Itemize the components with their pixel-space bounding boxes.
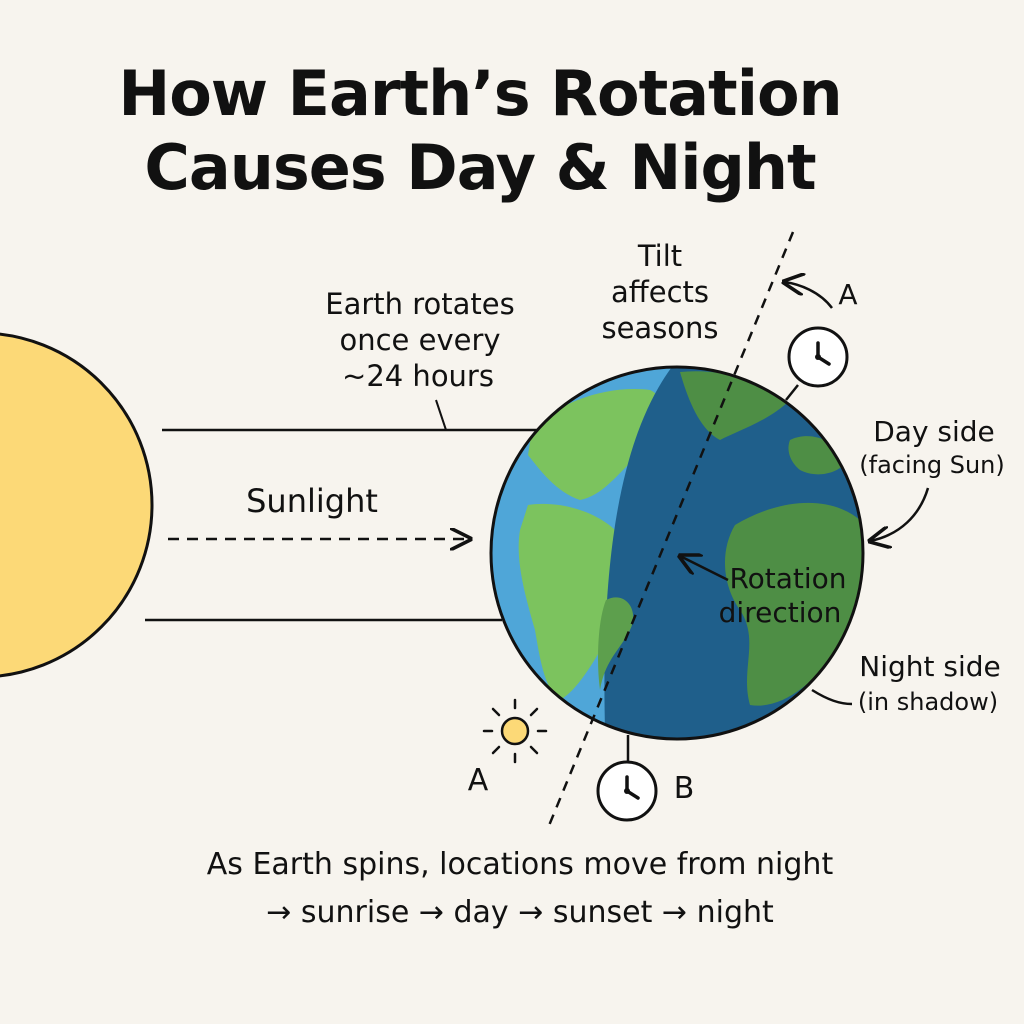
rotation-direction-arrow <box>680 556 729 582</box>
rotates-label-line-2: once every <box>339 323 500 357</box>
night-side-label-line-2: (in shadow) <box>858 688 998 716</box>
tilt-label-line-1: Tilt <box>637 239 682 273</box>
sun-icon <box>0 332 154 678</box>
title-line-1: How Earth’s Rotation <box>118 57 842 130</box>
tilt-label-line-2: affects <box>611 275 709 309</box>
caption-line-1: As Earth spins, locations move from nigh… <box>206 847 834 882</box>
clock-icon <box>785 326 849 401</box>
marker-bottom-right-label: B <box>674 771 695 806</box>
clock-icon <box>596 735 658 822</box>
axis-marker-top-label: A <box>838 278 857 311</box>
rotates-leader-line <box>435 399 447 431</box>
caption-line-2: → sunrise → day → sunset → night <box>266 895 774 930</box>
night-side-leader <box>811 688 853 706</box>
marker-bottom-left-label: A <box>468 763 489 798</box>
rotates-label-line-3: ~24 hours <box>342 359 494 393</box>
tilt-label-line-3: seasons <box>601 311 718 345</box>
small-sun-icon <box>482 698 548 764</box>
day-side-arrow <box>870 487 930 541</box>
night-side-label-line-1: Night side <box>859 650 1001 683</box>
axis-marker-arrow <box>784 282 833 309</box>
rotates-label-line-1: Earth rotates <box>325 287 514 321</box>
day-side-label-line-2: (facing Sun) <box>859 451 1004 479</box>
rotation-label-line-2: direction <box>719 596 842 629</box>
sunlight-label: Sunlight <box>246 482 378 520</box>
day-side-label-line-1: Day side <box>873 415 995 448</box>
rotation-label-line-1: Rotation <box>729 562 846 595</box>
earth-globe <box>489 365 865 741</box>
title-line-2: Causes Day & Night <box>144 131 816 204</box>
